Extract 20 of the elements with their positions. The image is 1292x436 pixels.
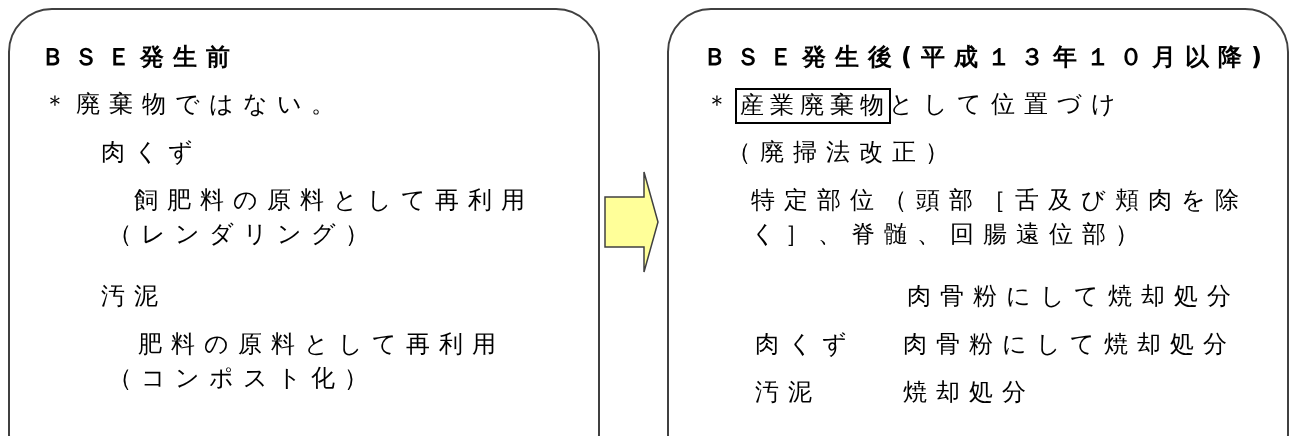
text-line: 汚泥: [101, 281, 167, 312]
asterisk: ＊: [705, 89, 738, 120]
rounded-box: [8, 8, 600, 436]
text-line: （廃掃法改正）: [727, 137, 958, 168]
text-line: として位置づけ: [889, 89, 1125, 120]
text-line: ＊廃棄物ではない。: [43, 89, 344, 120]
text-paragraph: 飼肥料の原料として再利用（レンダリング）: [108, 185, 535, 250]
text-paragraph: 肥料の原料として再利用（コンポスト化）: [108, 329, 506, 394]
text-line: 肉くず: [101, 137, 202, 168]
boxed-term: 産業廃棄物: [735, 88, 891, 124]
text-line: 肉骨粉にして焼却処分: [903, 329, 1236, 360]
text-paragraph: 特定部位（頭部［舌及び頬肉を除く］、脊髄、回腸遠位部）: [751, 185, 1249, 250]
text-line: 焼却処分: [903, 377, 1035, 408]
heading: ＢＳＥ発生前: [41, 42, 239, 73]
text-line: 肉くず: [755, 329, 856, 360]
text-line: 肉骨粉にして焼却処分: [907, 281, 1240, 312]
heading: ＢＳＥ発生後(平成１３年１０月以降): [703, 42, 1271, 73]
rounded-box: [667, 8, 1289, 436]
text-line: 汚泥: [755, 377, 821, 408]
block-arrow: [604, 171, 659, 273]
